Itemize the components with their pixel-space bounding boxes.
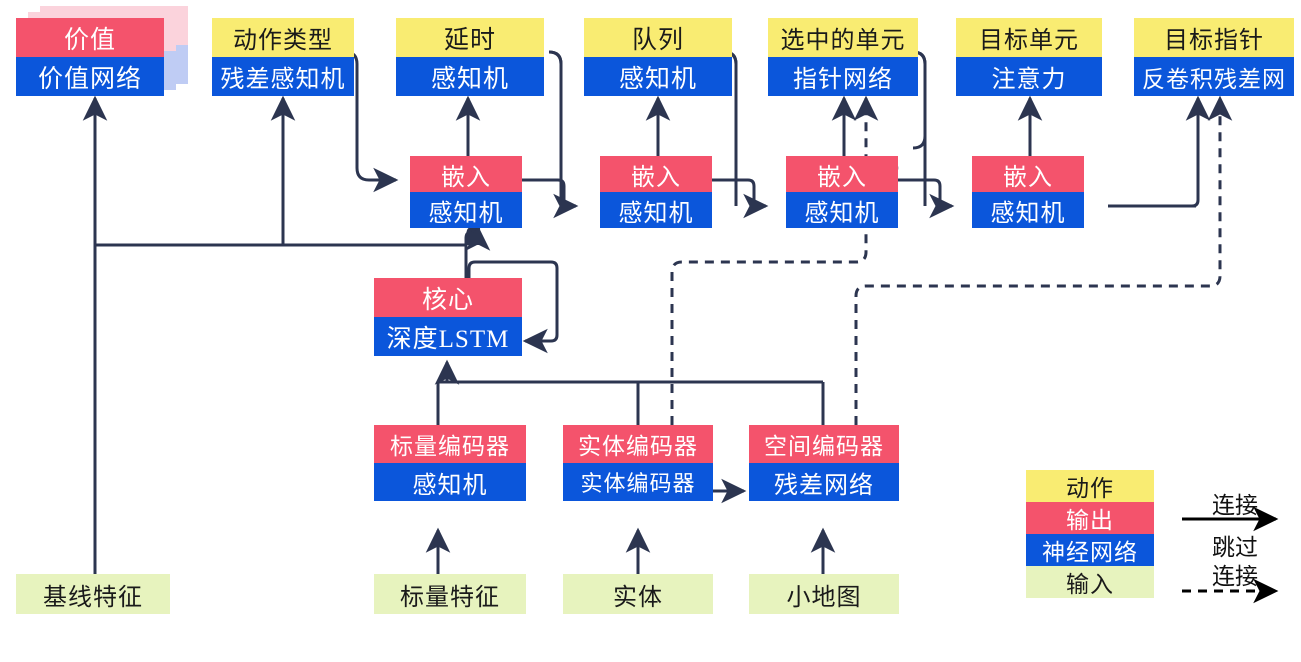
node-spatial-encoder-bottom: 残差网络	[749, 463, 899, 501]
node-embed-1-bottom: 感知机	[410, 192, 522, 228]
node-selected-units[interactable]: 选中的单元 指针网络	[768, 18, 918, 96]
node-value-top: 价值	[16, 18, 164, 57]
node-embed-3-bottom: 感知机	[786, 192, 898, 228]
node-embed-4-top: 嵌入	[972, 156, 1084, 192]
legend-arrows	[1182, 506, 1279, 604]
node-action-type-bottom: 残差感知机	[212, 57, 354, 96]
node-scalar-encoder-top: 标量编码器	[374, 425, 526, 463]
node-target-unit-top: 目标单元	[956, 18, 1102, 57]
node-embed-3-top: 嵌入	[786, 156, 898, 192]
node-baseline-features[interactable]: 基线特征	[16, 574, 170, 614]
node-entities[interactable]: 实体	[563, 574, 713, 614]
node-value[interactable]: 价值 价值网络	[16, 18, 164, 96]
node-embed-2-top: 嵌入	[600, 156, 712, 192]
node-queue-bottom: 感知机	[584, 57, 732, 96]
legend-swatch-output: 输出	[1026, 502, 1154, 534]
node-minimap-label: 小地图	[749, 574, 899, 614]
legend-swatch-action: 动作	[1026, 470, 1154, 502]
node-selected-units-top: 选中的单元	[768, 18, 918, 57]
node-scalar-features-label: 标量特征	[374, 574, 526, 614]
node-embed-2[interactable]: 嵌入 感知机	[600, 156, 712, 228]
node-core[interactable]: 核心 深度LSTM	[374, 278, 522, 356]
node-entity-encoder[interactable]: 实体编码器 实体编码器	[563, 425, 713, 501]
legend-skip-label-line2: 连接	[1212, 564, 1258, 589]
node-core-bottom: 深度LSTM	[374, 317, 522, 356]
node-baseline-features-label: 基线特征	[16, 574, 170, 614]
node-scalar-encoder[interactable]: 标量编码器 感知机	[374, 425, 526, 501]
node-target-point-top: 目标指针	[1134, 18, 1294, 57]
node-delay[interactable]: 延时 感知机	[396, 18, 544, 96]
node-delay-top: 延时	[396, 18, 544, 57]
node-selected-units-bottom: 指针网络	[768, 57, 918, 96]
node-scalar-encoder-bottom: 感知机	[374, 463, 526, 501]
legend-swatch-network: 神经网络	[1026, 534, 1154, 566]
node-embed-1[interactable]: 嵌入 感知机	[410, 156, 522, 228]
node-target-point-bottom: 反卷积残差网	[1134, 57, 1294, 96]
node-target-point[interactable]: 目标指针 反卷积残差网	[1134, 18, 1294, 96]
node-scalar-features[interactable]: 标量特征	[374, 574, 526, 614]
node-queue-top: 队列	[584, 18, 732, 57]
node-minimap[interactable]: 小地图	[749, 574, 899, 614]
node-embed-1-top: 嵌入	[410, 156, 522, 192]
node-action-type[interactable]: 动作类型 残差感知机	[212, 18, 354, 96]
node-embed-4-bottom: 感知机	[972, 192, 1084, 228]
legend-swatches: 动作 输出 神经网络 输入	[1026, 470, 1154, 598]
node-entity-encoder-top: 实体编码器	[563, 425, 713, 463]
node-embed-2-bottom: 感知机	[600, 192, 712, 228]
node-spatial-encoder-top: 空间编码器	[749, 425, 899, 463]
node-target-unit-bottom: 注意力	[956, 57, 1102, 96]
node-delay-bottom: 感知机	[396, 57, 544, 96]
node-spatial-encoder[interactable]: 空间编码器 残差网络	[749, 425, 899, 501]
node-value-bottom: 价值网络	[16, 57, 164, 96]
node-embed-4[interactable]: 嵌入 感知机	[972, 156, 1084, 228]
node-core-top: 核心	[374, 278, 522, 317]
legend-swatch-input: 输入	[1026, 566, 1154, 598]
node-queue[interactable]: 队列 感知机	[584, 18, 732, 96]
node-embed-3[interactable]: 嵌入 感知机	[786, 156, 898, 228]
node-action-type-top: 动作类型	[212, 18, 354, 57]
node-target-unit[interactable]: 目标单元 注意力	[956, 18, 1102, 96]
node-entity-encoder-bottom: 实体编码器	[563, 463, 713, 501]
legend-connection-label: 连接	[1212, 493, 1258, 518]
node-entities-label: 实体	[563, 574, 713, 614]
legend-skip-label-line1: 跳过	[1212, 535, 1258, 560]
